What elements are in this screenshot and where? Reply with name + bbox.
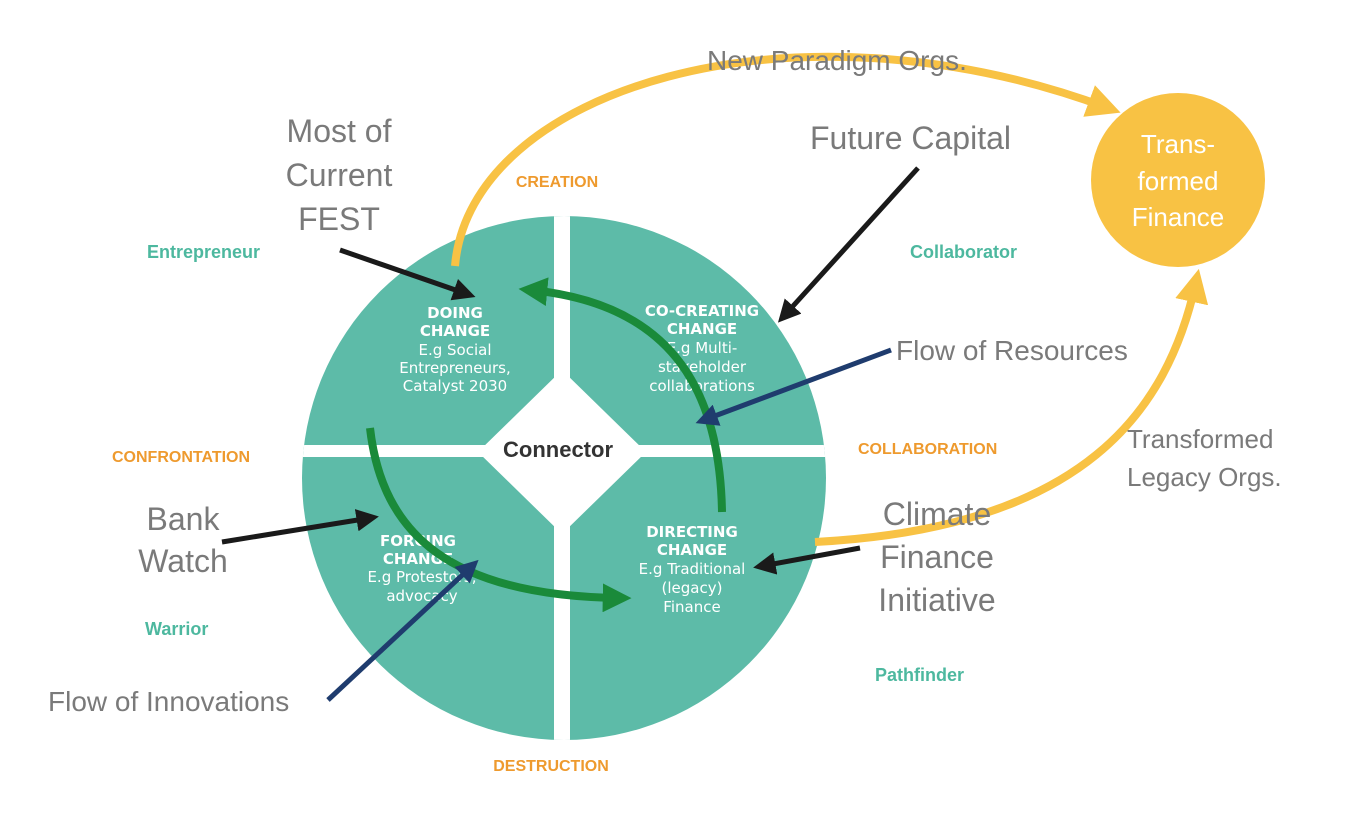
transformed-legacy-line-1: Transformed [1127,424,1273,454]
directing-title-1: DIRECTING [646,523,738,541]
cocreating-desc-3: collaborations [649,377,755,395]
forcing-desc-1: E.g Protestors, [367,568,476,586]
future-capital-pointer-arrow [777,166,920,323]
new-paradigm-label: New Paradigm Orgs. [707,45,967,76]
flow-resources-arrow [695,347,892,426]
quadrant-circle [302,216,826,740]
axis-label-left: CONFRONTATION [112,449,250,466]
cocreating-desc-1: E.g Multi- [667,339,738,357]
cocreating-title-2: CHANGE [667,320,737,338]
transformed-finance-line-2: formed [1138,166,1219,196]
doing-title-2: CHANGE [420,322,490,340]
new-paradigm-arc [451,52,1121,267]
connector-diamond [478,370,646,534]
legacy-transform-arc [814,268,1209,546]
axis-label-bottom: DESTRUCTION [493,758,609,775]
bank-watch-line-2: Watch [138,543,228,579]
axis-label-right: COLLABORATION [858,441,997,458]
most-of-current-fest-line-2: Current [286,157,393,193]
bank-watch-pointer-arrow [221,509,379,545]
transformed-finance-line-3: Finance [1132,202,1225,232]
climate-finance-line-1: Climate [883,496,991,532]
transformed-finance-line-1: Trans- [1141,129,1215,159]
directing-desc-2: (legacy) [662,579,723,597]
directing-desc-1: E.g Traditional [639,560,746,578]
cocreating-title-1: CO-CREATING [645,302,759,320]
fest-pointer-arrow [339,247,476,301]
transformed-finance-circle [1091,93,1265,267]
connector-label: Connector [503,437,613,462]
doing-desc-3: Catalyst 2030 [403,377,507,395]
flow-innovations-arrow [326,559,479,702]
doing-title-1: DOING [427,304,483,322]
directing-title-2: CHANGE [657,541,727,559]
future-capital-label: Future Capital [810,120,1011,156]
flow-of-innovations-label: Flow of Innovations [48,686,289,717]
doing-desc-1: E.g Social [418,341,491,359]
axis-label-top: CREATION [516,174,598,191]
forcing-desc-2: advocacy [386,587,457,605]
flow-arrow-up [518,277,726,513]
doing-desc-2: Entrepreneurs, [399,359,511,377]
role-collaborator: Collaborator [910,242,1017,262]
role-entrepreneur: Entrepreneur [147,242,260,262]
role-pathfinder: Pathfinder [875,665,964,685]
directing-desc-3: Finance [663,598,720,616]
most-of-current-fest-line-1: Most of [287,113,392,149]
bank-watch-line-1: Bank [147,501,221,537]
flow-arrow-down [366,427,632,613]
transformed-legacy-line-2: Legacy Orgs. [1127,462,1282,492]
climate-finance-line-2: Finance [880,539,994,575]
flow-of-resources-label: Flow of Resources [896,335,1128,366]
most-of-current-fest-line-3: FEST [298,201,380,237]
cocreating-desc-2: stakeholder [658,358,747,376]
climate-finance-pointer-arrow [753,545,861,575]
climate-finance-line-3: Initiative [878,582,995,618]
role-warrior: Warrior [145,619,208,639]
